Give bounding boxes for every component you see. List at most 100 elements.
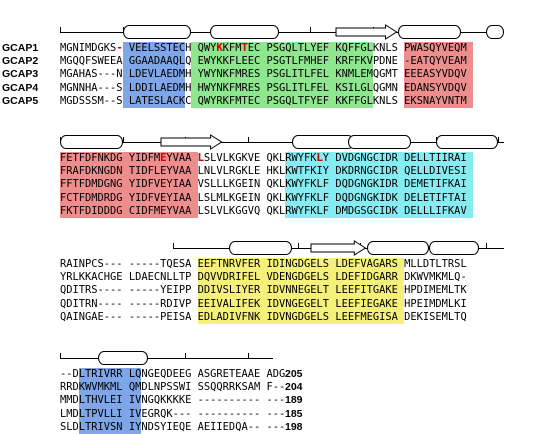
sequence-segment: --DLTRIVRR (60, 368, 123, 380)
secondary-structure-ruler (60, 142, 505, 143)
sequence-segment: -----PEISA (128, 310, 192, 323)
sequence-segment: LSLMLKGEIN (197, 191, 261, 204)
ruler-tick (247, 137, 249, 142)
sequence-segment: QWYKKFMTEC (197, 42, 261, 54)
sequence-segment: MMDLTHVLEI (60, 394, 123, 407)
sequence-segment: EWYKKFLEEC (197, 55, 261, 68)
sequence-row: MGAHAS---N LDEVLAEDMH YWYNKFMRES PSGLITL… (60, 68, 467, 81)
residue-count: 198 (285, 420, 303, 433)
sequence-segment: FKTFDIDDDG (60, 204, 123, 217)
sequence-segment: --- (266, 407, 286, 420)
sequence-segment: HWYNKFMRES (197, 81, 261, 94)
protein-label: GCAP1 (2, 42, 39, 54)
sequence-segment: QKLKWYFKLF (266, 178, 330, 191)
sequence-row: SLDLTRIVSN IYNDSYIEQE AEIIEDQA-- --- (60, 421, 285, 434)
sequence-segment: QELLDIVESI (404, 165, 467, 178)
sequence-segment: DKDRNGCIDR (335, 165, 398, 178)
sequence-segment: PSGLITLFEL (266, 68, 330, 81)
sequence-segment: MGQQFSWEEA (60, 55, 123, 68)
region-highlight-cyan (285, 152, 474, 218)
sequence-segment: QAINGAE--- (60, 310, 123, 323)
sequence-segment: EDANSYVDQV (404, 81, 467, 94)
sequence-segment: RAINPCS--- (60, 258, 123, 270)
ruler-tick (498, 137, 500, 142)
residue-count: 205 (285, 368, 303, 380)
sequence-row: --DLTRIVRR LQNGEQDEEG ASGREТEAAE ADG (60, 368, 285, 381)
sequence-segment: HKLKWTFKIY (266, 165, 330, 178)
region-highlight-salmon (60, 152, 198, 218)
sequence-segment: EDLADIVFNK (197, 310, 261, 323)
sequence-segment: DQDGNGKIDK (335, 191, 398, 204)
sequence-segment: IDINGDGELS (266, 258, 330, 270)
sequence-segment: --- (266, 420, 286, 433)
sequence-segment: EEFTNRVFER (197, 258, 261, 270)
ruler-tick (60, 353, 61, 358)
sequence-row: FRAFDKNGDN TIDFLEYVAA LNLVLRGKLE HKLKWTF… (60, 165, 467, 178)
sequence-segment: ---------- (197, 394, 261, 407)
sequence-segment: YWYNKFMRES (197, 68, 261, 81)
sequence-segment: AEIIEDQA-- (197, 420, 261, 433)
sequence-segment: -----YEIPP (128, 284, 192, 297)
ruler-tick (172, 243, 174, 248)
sequence-segment: PSGTLFMHEF (266, 55, 330, 68)
sequence-segment: QDITRN---- (60, 297, 123, 310)
sequence-segment: YRLKKACHGE (60, 271, 123, 284)
sequence-segment: DELLLIFKAV (404, 204, 467, 217)
sequence-row: MGQQFSWEEA GGAADAAQLQ EWYKKFLEEC PSGTLFM… (60, 55, 467, 68)
helix-cylinder (398, 25, 461, 39)
sequence-segment: DMDGSGCIDK (335, 204, 398, 217)
sequence-segment: PWASQYVEQM (404, 42, 467, 54)
sequence-segment: YIDFVEYIAA (128, 178, 192, 191)
residue-count: 189 (285, 394, 303, 407)
sequence-row: QDITRN---- -----RDIVP EEIVALIFEK IDVNGEG… (60, 298, 467, 311)
key-residue-marker: E (160, 152, 167, 164)
sequence-segment: LATESLACKC (128, 94, 192, 107)
sequence-segment: IDVNNEGELT (266, 284, 330, 297)
secondary-structure-ruler (60, 358, 273, 359)
helix-cylinder (435, 135, 499, 149)
residue-count: 185 (285, 407, 303, 420)
protein-label: GCAP4 (2, 81, 39, 94)
sequence-segment: LDDILAEDMH (128, 81, 192, 94)
sequence-row: FFTFDMDGNG YIDFVEYIAA VSLLLKGEIN QKLKWYF… (60, 178, 467, 191)
sequence-segment: TIDFLEYVAA (128, 165, 192, 178)
protein-label: GCAP5 (2, 94, 39, 107)
sequence-segment: HPEIMDMLKI (404, 297, 467, 310)
sequence-row: YRLKKACHGE LDAECNLLTP DQVVDRIFEL VDENGDG… (60, 271, 467, 284)
sequence-segment: LEEFMEGISA (335, 310, 398, 323)
sequence-segment: KRFFKVPDNE (335, 55, 398, 68)
sequence-segment: IDVNGEGELT (266, 297, 330, 310)
helix-cylinder (60, 135, 123, 149)
sequence-segment: EEEASYVDQV (404, 68, 467, 81)
sequence-segment: IDVNGDGELS (266, 310, 330, 323)
helix-cylinder (429, 241, 480, 255)
sequence-segment: IVNGQKKKKE (128, 394, 192, 407)
helix-cylinder (229, 241, 292, 255)
ruler-tick (485, 243, 487, 248)
sequence-segment: DKWVMKMLQ- (404, 271, 467, 284)
sequence-segment: EEIVALIFEK (197, 297, 261, 310)
ruler-tick (185, 353, 187, 358)
sequence-segment: LDEFVAGARS (335, 258, 398, 270)
sequence-segment: HPDIMEMLTK (404, 284, 467, 297)
sequence-row: LMDLTPVLLI IVEGRQK--- ---------- --- (60, 408, 285, 421)
protein-label: GCAP3 (2, 68, 39, 81)
region-highlight-yellow (197, 258, 405, 324)
sequence-segment: DELETIFTAI (404, 191, 467, 204)
sequence-segment: PSGQLTLYEF (266, 42, 330, 54)
key-residue-marker: T (241, 42, 248, 54)
sequence-segment: DELLTIIRAI (404, 152, 467, 164)
ruler-tick (60, 27, 61, 32)
sequence-segment: ASGREТEAAE (197, 368, 261, 380)
ruler-tick (122, 137, 124, 142)
sequence-segment: DEKISEMLTQ (404, 310, 467, 323)
beta-strand-arrow (160, 134, 223, 150)
helix-cylinder (291, 135, 355, 149)
sequence-row: RRDKWVMKML QMDLNPSSWI SSQQRRKSAM F-- (60, 381, 285, 394)
sequence-segment: QMDLNPSSWI (128, 381, 192, 394)
sequence-row: MGNIMDGKS- VEELSSTECH QWYKKFMTEC PSGQLTL… (60, 42, 467, 55)
key-residue-marker: L (197, 152, 204, 164)
sequence-segment: MLLDTLTRSL (404, 258, 467, 270)
key-residue-marker: L (316, 152, 323, 164)
sequence-segment: EKSNAYVNTM (404, 94, 467, 107)
